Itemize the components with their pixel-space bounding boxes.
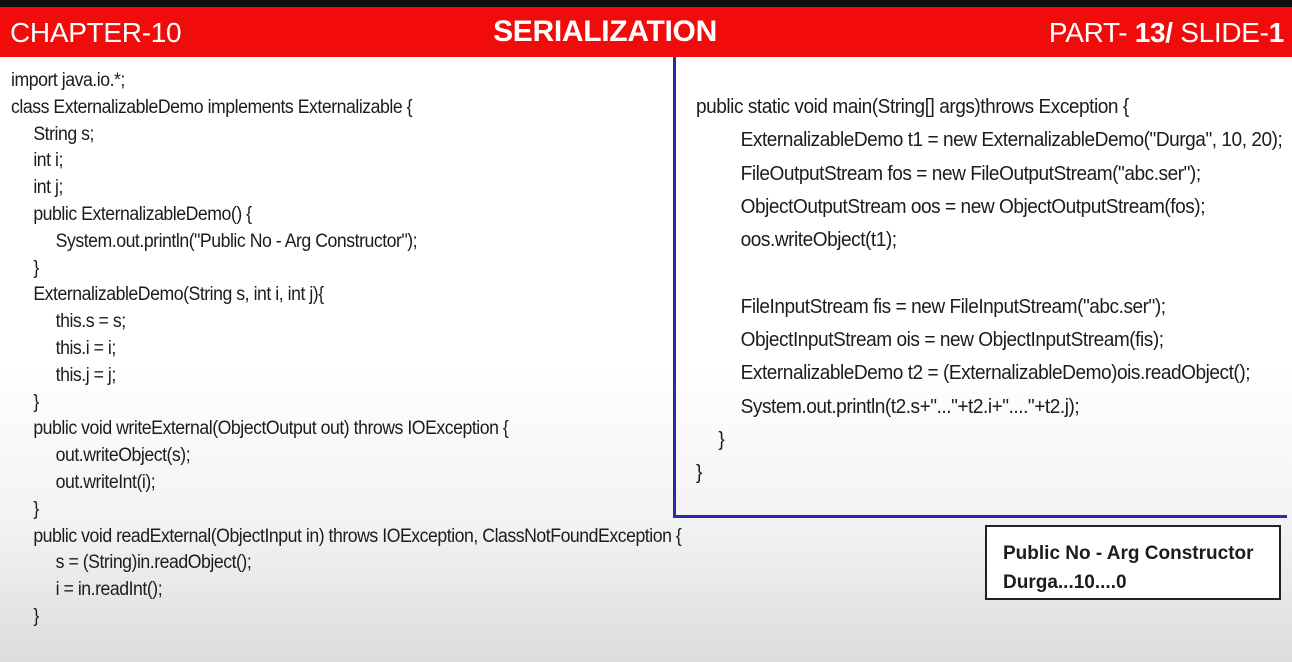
- code-line: public void readExternal(ObjectInput in)…: [33, 525, 682, 547]
- code-line: s = (String)in.readObject();: [55, 552, 252, 574]
- code-line: this.s = s;: [55, 311, 126, 333]
- code-line: }: [718, 427, 725, 451]
- code-line: FileInputStream fis = new FileInputStrea…: [740, 294, 1166, 318]
- part-slide-label: PART- 13/ SLIDE-1: [1049, 17, 1284, 49]
- code-line: }: [696, 461, 702, 485]
- part-number: 13/: [1134, 17, 1173, 48]
- code-line: FileOutputStream fos = new FileOutputStr…: [740, 161, 1201, 185]
- code-line: ExternalizableDemo t1 = new Externalizab…: [740, 128, 1283, 152]
- chapter-label: CHAPTER-10: [10, 17, 182, 48]
- code-line: ObjectOutputStream oos = new ObjectOutpu…: [740, 194, 1206, 218]
- code-line: oos.writeObject(t1);: [740, 228, 897, 252]
- slide-prefix: SLIDE-: [1172, 17, 1269, 48]
- code-line: class ExternalizableDemo implements Exte…: [11, 96, 413, 118]
- main-method-box: [673, 57, 1287, 518]
- code-line: import java.io.*;: [11, 70, 125, 91]
- code-line: ExternalizableDemo t2 = (ExternalizableD…: [740, 361, 1251, 385]
- code-line: ExternalizableDemo(String s, int i, int …: [33, 284, 324, 306]
- code-line: System.out.println("Public No - Arg Cons…: [55, 230, 418, 252]
- slide-title-text: SERIALIZATION: [493, 15, 717, 48]
- slide-header: CHAPTER-10 SERIALIZATION PART- 13/ SLIDE…: [0, 7, 1292, 57]
- code-line: public static void main(String[] args)th…: [696, 95, 1129, 118]
- slide-number: 1: [1268, 17, 1285, 48]
- output-line: Public No - Arg Constructor: [1003, 543, 1254, 564]
- output-line: Durga...10....0: [1003, 572, 1127, 593]
- code-line: out.writeInt(i);: [55, 471, 156, 493]
- code-line: int i;: [33, 150, 63, 172]
- code-line: this.i = i;: [55, 337, 117, 359]
- code-line: String s;: [33, 123, 94, 145]
- code-line: }: [33, 605, 39, 627]
- code-line: this.j = j;: [55, 364, 117, 386]
- code-line: }: [33, 257, 39, 279]
- part-prefix: PART-: [1048, 17, 1135, 48]
- right-code-block: public static void main(String[] args)th…: [696, 90, 1283, 490]
- top-strip: [0, 0, 1292, 7]
- code-line: i = in.readInt();: [55, 579, 163, 601]
- code-line: System.out.println(t2.s+"..."+t2.i+"....…: [740, 394, 1080, 418]
- code-line: }: [33, 498, 39, 520]
- code-line: ObjectInputStream ois = new ObjectInputS…: [740, 328, 1164, 352]
- code-line: out.writeObject(s);: [55, 445, 191, 467]
- code-line: int j;: [33, 177, 63, 199]
- code-line: }: [33, 391, 39, 413]
- code-line: public void writeExternal(ObjectOutput o…: [33, 418, 509, 440]
- output-box: Public No - Arg Constructor Durga...10..…: [985, 525, 1281, 600]
- code-line: public ExternalizableDemo() {: [33, 203, 252, 225]
- left-code-block: import java.io.*; class ExternalizableDe…: [11, 68, 682, 631]
- slide-title: SERIALIZATION: [0, 15, 1210, 49]
- code-line: [696, 256, 1282, 289]
